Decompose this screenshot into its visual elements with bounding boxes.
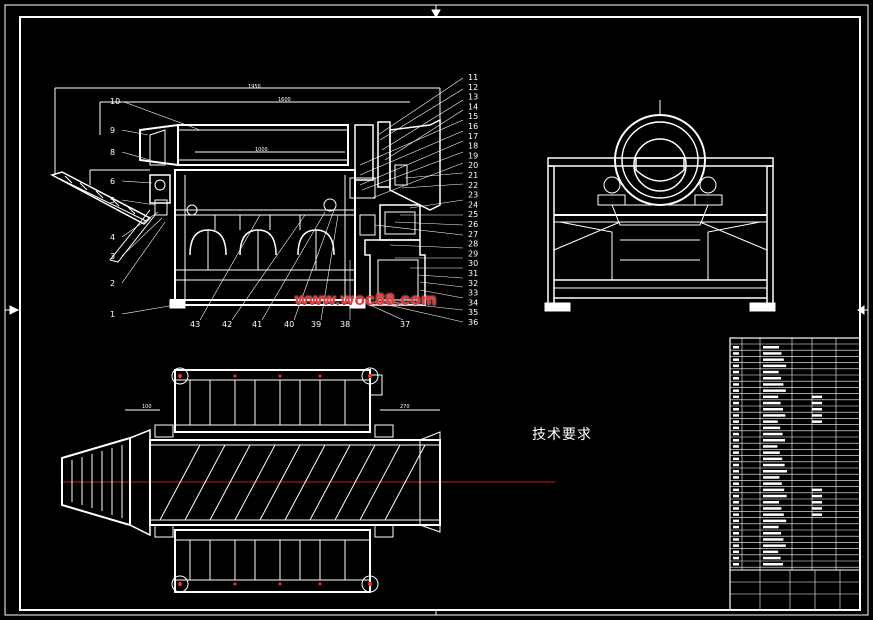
callout-right-19: 19 [468,151,478,160]
callout-left-3: 3 [110,252,115,261]
callout-right-22: 22 [468,181,478,190]
callout-right-18: 18 [468,142,478,151]
callout-right-20: 20 [468,161,478,170]
callout-right-24: 24 [468,200,478,209]
dim-overall: 1950 [248,84,261,90]
dim-plan-left: 100 [142,404,152,410]
dim-plan-right: 270 [400,404,410,410]
callout-bottom-41: 41 [252,320,262,329]
technical-requirements-label: 技术要求 [532,427,592,443]
callout-right-28: 28 [468,240,478,249]
dim-inner: 1000 [255,147,268,153]
callout-bottom-42: 42 [222,320,232,329]
callout-right-33: 33 [468,289,478,298]
callout-right-12: 12 [468,83,478,92]
callout-left-10: 10 [110,97,120,106]
callout-left-1: 1 [110,310,115,319]
callout-bottom-43: 43 [190,320,200,329]
callout-bottom-38: 38 [340,320,350,329]
dim-upper: 1600 [278,97,291,103]
callout-bottom-40: 40 [284,320,294,329]
callout-bottom-37: 37 [400,320,410,329]
plan-red-marks [178,374,372,586]
callout-right-34: 34 [468,298,478,307]
callout-left-4: 4 [110,233,115,242]
callout-left-6: 6 [110,177,115,186]
callout-right-30: 30 [468,259,478,268]
callout-left-8: 8 [110,148,115,157]
callout-left-9: 9 [110,126,115,135]
callout-right-32: 32 [468,279,478,288]
callout-right-25: 25 [468,210,478,219]
callout-right-29: 29 [468,249,478,258]
callout-right-15: 15 [468,112,478,121]
callout-left-2: 2 [110,279,115,288]
callout-right-16: 16 [468,122,478,131]
callout-numbers: 1098654321111213141516171819202122232425… [110,73,478,329]
drawing-border-inner [19,16,861,611]
callout-bottom-39: 39 [311,320,321,329]
callout-right-36: 36 [468,318,478,327]
callout-right-14: 14 [468,102,478,111]
border-ticks [5,5,868,615]
callout-right-27: 27 [468,230,478,239]
front-view [50,87,441,309]
side-view [544,100,776,312]
leader-lines-front [121,77,464,323]
watermark-text: www.woc88.com [295,290,437,309]
callout-right-21: 21 [468,171,478,180]
callout-right-35: 35 [468,308,478,317]
callout-right-11: 11 [468,73,478,82]
callout-right-17: 17 [468,132,478,141]
callout-right-13: 13 [468,93,478,102]
callout-right-26: 26 [468,220,478,229]
callout-left-5: 5 [110,196,115,205]
parts-list-table [729,337,861,611]
callout-right-31: 31 [468,269,478,278]
plan-view [60,367,555,593]
callout-right-23: 23 [468,191,478,200]
